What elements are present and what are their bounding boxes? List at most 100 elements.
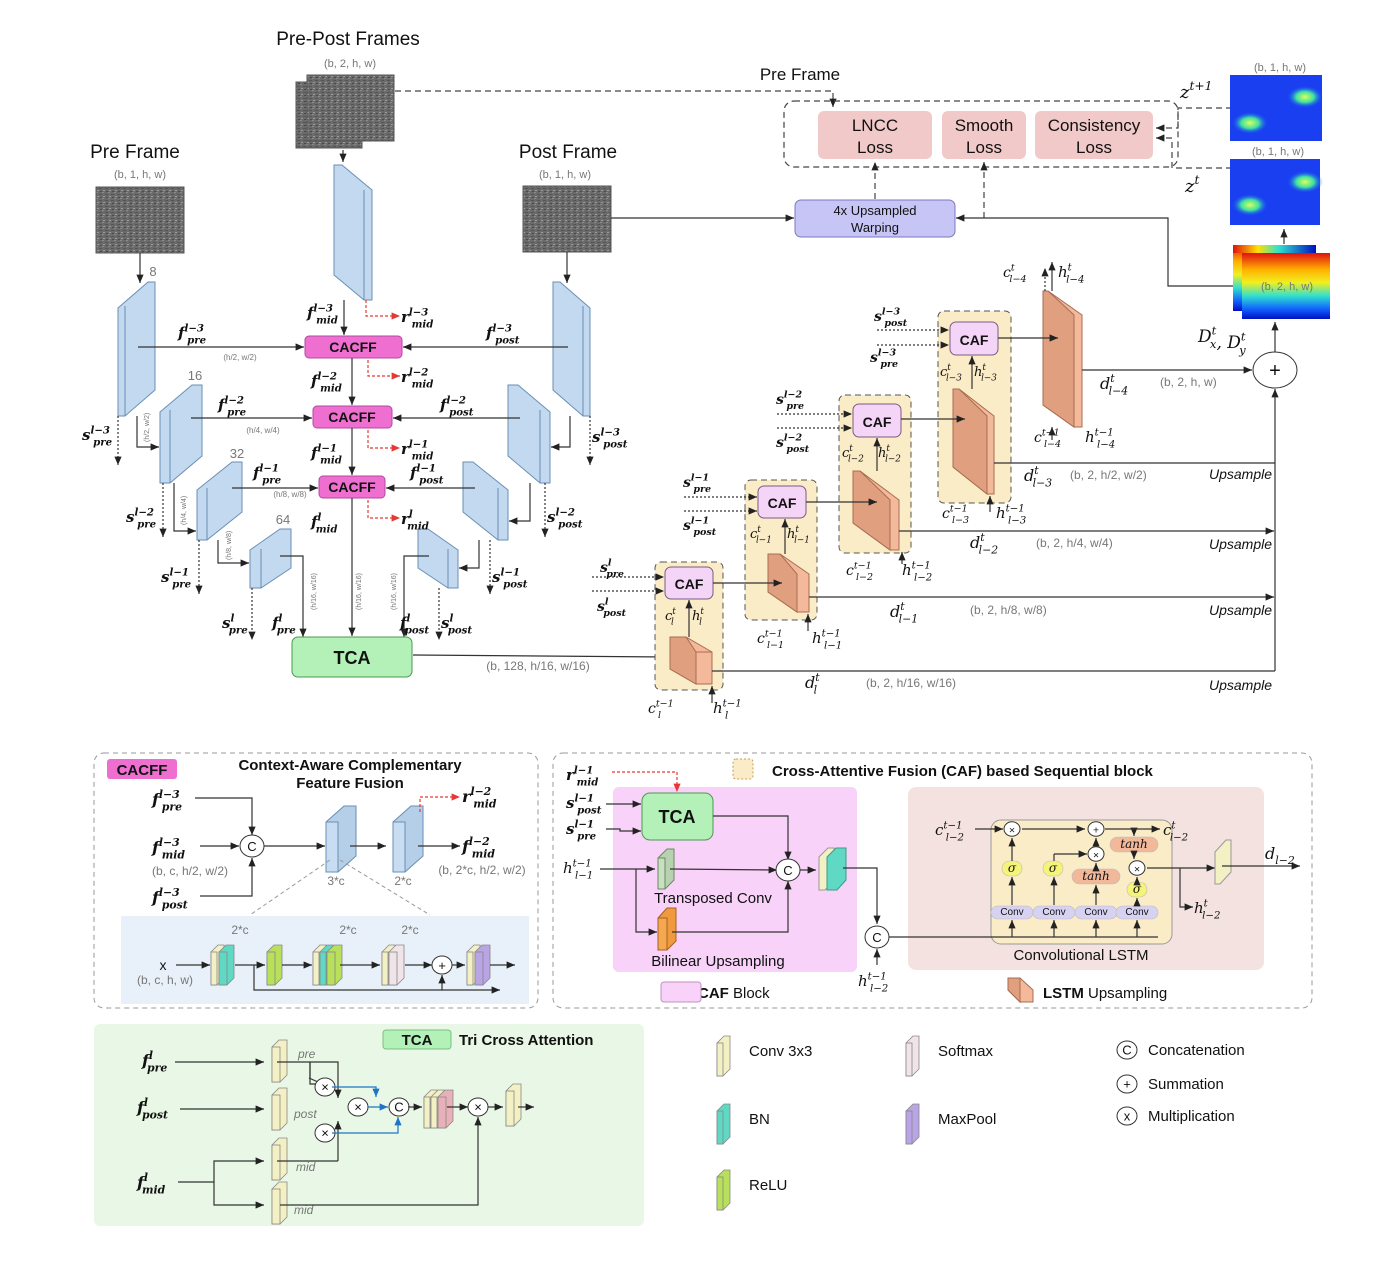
legend-item-maxpool: MaxPool (905, 1103, 996, 1145)
svg-text:×: × (1009, 826, 1015, 837)
cacff-block-1: CACFF (304, 335, 403, 359)
svg-text:+: + (1093, 826, 1099, 837)
svg-text:x: x (1124, 1109, 1131, 1124)
d-shape-label: (b, 2, h/2, w/2) (1070, 468, 1147, 482)
pre-frame-title: Pre Frame (90, 142, 180, 163)
relu-layer-face (326, 951, 336, 986)
lstm-upsampling-block (852, 470, 900, 551)
lstm-d-out: dl−2 (1265, 844, 1295, 867)
scale-label-vertical: (h/4, w/4) (181, 496, 188, 525)
legend-swatch-face (905, 1042, 913, 1077)
transposed-conv-layer (657, 848, 675, 890)
z-current-label: zt (1184, 173, 1199, 197)
decoder-section: CAF CAF CAF CAF (592, 262, 1279, 721)
lstm-conv-gate: Conv (1115, 905, 1159, 920)
z-next-map (1230, 75, 1323, 141)
svg-text:CACFF: CACFF (328, 409, 376, 425)
smooth-loss: Smooth Loss (942, 111, 1026, 159)
svg-text:C: C (1122, 1043, 1131, 1058)
channel-label: 64 (276, 512, 290, 527)
scale-label-vertical: (h/16, w/16) (391, 573, 398, 610)
legend-item-bn: BN (716, 1103, 770, 1145)
pre-encoder-block-1 (117, 281, 156, 417)
svg-text:+: + (1123, 1077, 1131, 1092)
caf-block: CAF (949, 321, 999, 356)
caf-block-legend-swatch (660, 981, 702, 1003)
z-next-shape: (b, 1, h, w) (1254, 62, 1306, 74)
lstm-sum-cell: + (1087, 821, 1105, 837)
prepost-frames-shape: (b, 2, h, w) (324, 58, 376, 70)
tca-badge-label: TCA (402, 1032, 433, 1049)
tca-conv-mid-2-face (271, 1188, 281, 1225)
inner-ch-label: 2*c (339, 923, 356, 937)
caf-block: CAF (664, 566, 714, 600)
softmax-layer-face (388, 951, 398, 986)
tca-badge (382, 1029, 452, 1050)
tca-tag: post (293, 1107, 317, 1121)
cacff-conv-block-3c (325, 805, 357, 873)
bn-layer-face (319, 951, 327, 986)
multiply-node: × (314, 1123, 336, 1143)
tca-conv-out-face (423, 1096, 431, 1129)
caf-concat-node-2: C (864, 925, 890, 949)
caf-tca-block: TCA (641, 792, 714, 841)
cacff-badge (107, 759, 177, 779)
cacff-block-2: CACFF (312, 405, 393, 429)
scale-label-vertical: (h/8, w/8) (226, 531, 233, 560)
conv3x3-layer-face (312, 951, 320, 986)
svg-text:Conv: Conv (1000, 907, 1023, 918)
tanh-gate: tanh (1071, 868, 1121, 885)
pre-frame-shape: (b, 1, h, w) (114, 169, 166, 181)
legend-op-multiplication: x Multiplication (1116, 1106, 1235, 1126)
mid-encoder-block (333, 164, 373, 301)
summation-node: + (1252, 351, 1298, 389)
svg-text:×: × (474, 1100, 482, 1115)
z-cur-shape: (b, 1, h, w) (1252, 146, 1304, 158)
svg-text:Smooth: Smooth (955, 116, 1014, 135)
legend-swatch-face (905, 1110, 913, 1145)
transposed-conv-label: Transposed Conv (654, 890, 772, 907)
svg-text:Loss: Loss (1076, 138, 1112, 157)
svg-text:C: C (247, 839, 256, 854)
flow-field-map (1233, 245, 1330, 319)
legend-op-symbol: C (1116, 1040, 1138, 1060)
tca-tag: mid (294, 1203, 314, 1217)
x-input-label: x (160, 957, 167, 973)
lstm-upsampling-legend: LSTM Upsampling (1043, 985, 1167, 1002)
legend-label: ReLU (749, 1177, 787, 1194)
scale-label: (h/2, w/2) (223, 353, 257, 362)
tca-panel-title: Tri Cross Attention (459, 1032, 593, 1049)
svg-text:CAF: CAF (675, 576, 704, 592)
legend-op-label: Multiplication (1148, 1108, 1235, 1125)
